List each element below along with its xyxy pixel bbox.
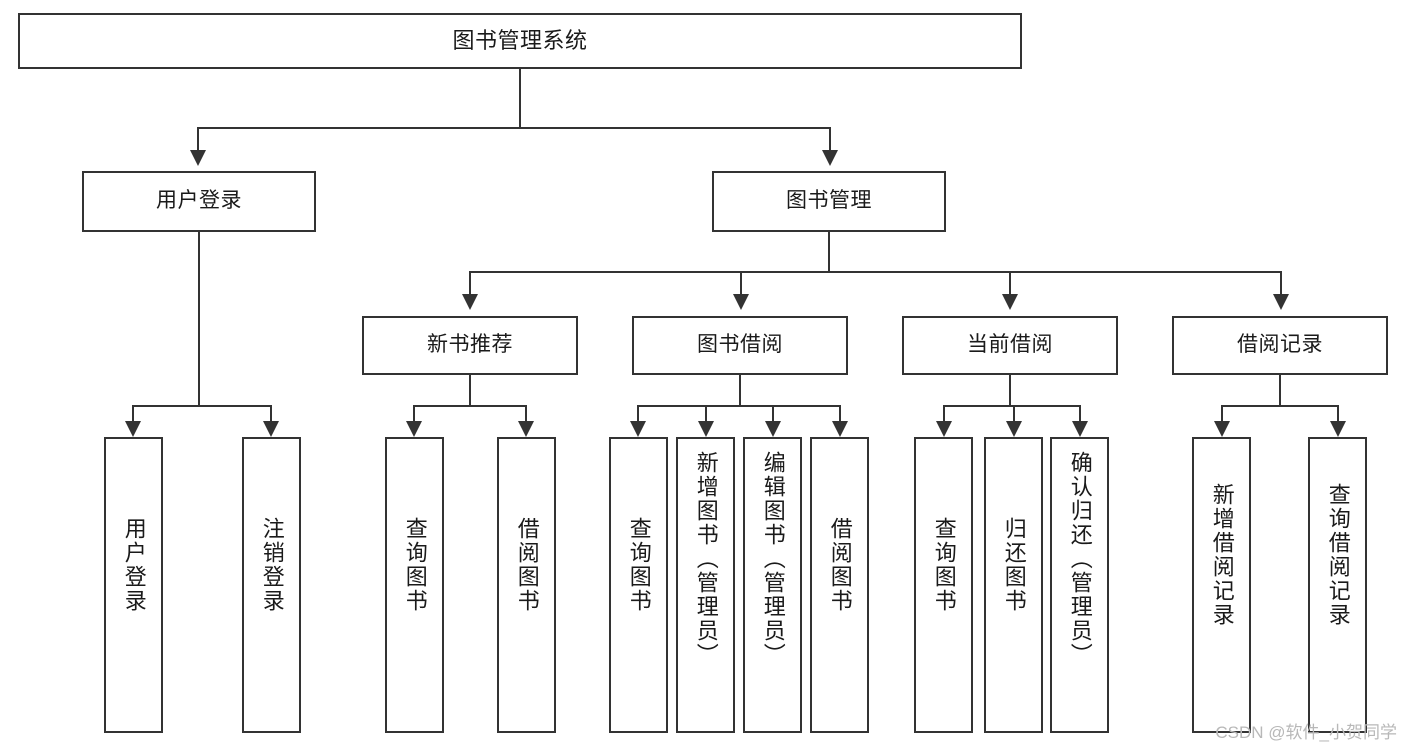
connector-new-book-leaf-2	[525, 405, 527, 423]
node-label: 借阅记录	[1237, 333, 1323, 357]
connector-user-login-leaf-2	[270, 405, 272, 423]
node-label: 用户登录	[156, 189, 242, 213]
arrow-user-login-leaf-2	[263, 421, 279, 437]
node-label: 查询图书	[402, 517, 428, 613]
node-book-management[interactable]: 图书管理	[712, 171, 946, 232]
connector-book-borrow-drop	[739, 375, 741, 406]
connector-borrow-record-bus	[1221, 405, 1339, 407]
arrow-current-borrow-leaf-2	[1006, 421, 1022, 437]
leaf-recommend-query-book[interactable]: 查询图书	[385, 437, 444, 733]
leaf-borrow-query-book[interactable]: 查询图书	[609, 437, 668, 733]
arrow-level3-3	[1002, 294, 1018, 310]
node-label: 编辑图书（管理员）	[760, 451, 786, 667]
arrow-current-borrow-leaf-1	[936, 421, 952, 437]
connector-current-borrow-bus	[943, 405, 1081, 407]
node-label: 查询图书	[626, 517, 652, 613]
connector-level3-drop-1	[469, 271, 471, 296]
leaf-record-add-borrow-record[interactable]: 新增借阅记录	[1192, 437, 1251, 733]
node-root-system[interactable]: 图书管理系统	[18, 13, 1022, 69]
connector-book-borrow-leaf-2	[705, 405, 707, 423]
arrow-level3-4	[1273, 294, 1289, 310]
arrow-book-borrow-leaf-3	[765, 421, 781, 437]
leaf-user-logout[interactable]: 注销登录	[242, 437, 301, 733]
node-label: 借阅图书	[514, 517, 540, 613]
connector-new-book-drop	[469, 375, 471, 406]
connector-level3-drop-3	[1009, 271, 1011, 296]
arrow-book-borrow-leaf-1	[630, 421, 646, 437]
node-label: 新增借阅记录	[1209, 483, 1235, 627]
connector-borrow-record-drop	[1279, 375, 1281, 406]
connector-current-borrow-leaf-1	[943, 405, 945, 423]
leaf-current-query-book[interactable]: 查询图书	[914, 437, 973, 733]
node-label: 当前借阅	[967, 333, 1053, 357]
connector-current-borrow-leaf-2	[1013, 405, 1015, 423]
node-label: 确认归还（管理员）	[1067, 451, 1093, 667]
leaf-current-return-book[interactable]: 归还图书	[984, 437, 1043, 733]
connector-level3-drop-2	[740, 271, 742, 296]
node-label: 用户登录	[121, 517, 147, 613]
connector-borrow-record-leaf-1	[1221, 405, 1223, 423]
connector-level3-bus	[469, 271, 1281, 273]
connector-user-login-drop	[198, 232, 200, 406]
leaf-borrow-edit-book-admin[interactable]: 编辑图书（管理员）	[743, 437, 802, 733]
connector-book-borrow-leaf-1	[637, 405, 639, 423]
node-borrow-record[interactable]: 借阅记录	[1172, 316, 1388, 375]
connector-user-login-bus	[132, 405, 272, 407]
node-label: 查询图书	[931, 517, 957, 613]
watermark-text: CSDN @软件_小贺同学	[1215, 723, 1397, 742]
leaf-recommend-borrow-book[interactable]: 借阅图书	[497, 437, 556, 733]
arrow-current-borrow-leaf-3	[1072, 421, 1088, 437]
connector-root-drop	[519, 69, 521, 128]
arrow-borrow-record-leaf-1	[1214, 421, 1230, 437]
node-label: 图书管理系统	[452, 28, 588, 54]
connector-new-book-bus	[413, 405, 527, 407]
node-user-login[interactable]: 用户登录	[82, 171, 316, 232]
connector-root-bus	[197, 127, 831, 129]
node-label: 借阅图书	[827, 517, 853, 613]
connector-book-borrow-bus	[637, 405, 841, 407]
node-label: 图书借阅	[697, 333, 783, 357]
arrow-new-book-leaf-1	[406, 421, 422, 437]
connector-root-to-user-login	[197, 127, 199, 152]
connector-level3-drop-4	[1280, 271, 1282, 296]
leaf-borrow-borrow-book[interactable]: 借阅图书	[810, 437, 869, 733]
node-label: 注销登录	[259, 517, 285, 613]
leaf-current-confirm-return-admin[interactable]: 确认归还（管理员）	[1050, 437, 1109, 733]
connector-book-manage-drop	[828, 232, 830, 272]
connector-current-borrow-drop	[1009, 375, 1011, 406]
connector-book-borrow-leaf-3	[772, 405, 774, 423]
arrow-level3-1	[462, 294, 478, 310]
arrow-root-to-user-login	[190, 150, 206, 166]
connector-book-borrow-leaf-4	[839, 405, 841, 423]
arrow-level3-2	[733, 294, 749, 310]
node-label: 归还图书	[1001, 517, 1027, 613]
connector-root-to-book-manage	[829, 127, 831, 152]
node-label: 图书管理	[786, 189, 872, 213]
arrow-book-borrow-leaf-2	[698, 421, 714, 437]
connector-borrow-record-leaf-2	[1337, 405, 1339, 423]
connector-current-borrow-leaf-3	[1079, 405, 1081, 423]
leaf-user-login[interactable]: 用户登录	[104, 437, 163, 733]
node-label: 查询借阅记录	[1325, 483, 1351, 627]
leaf-borrow-add-book-admin[interactable]: 新增图书（管理员）	[676, 437, 735, 733]
connector-user-login-leaf-1	[132, 405, 134, 423]
node-book-borrow[interactable]: 图书借阅	[632, 316, 848, 375]
arrow-new-book-leaf-2	[518, 421, 534, 437]
leaf-record-query-borrow-record[interactable]: 查询借阅记录	[1308, 437, 1367, 733]
node-current-borrow[interactable]: 当前借阅	[902, 316, 1118, 375]
connector-new-book-leaf-1	[413, 405, 415, 423]
arrow-borrow-record-leaf-2	[1330, 421, 1346, 437]
node-label: 新书推荐	[427, 333, 513, 357]
arrow-root-to-book-manage	[822, 150, 838, 166]
node-label: 新增图书（管理员）	[693, 451, 719, 667]
arrow-user-login-leaf-1	[125, 421, 141, 437]
node-new-book-recommend[interactable]: 新书推荐	[362, 316, 578, 375]
arrow-book-borrow-leaf-4	[832, 421, 848, 437]
